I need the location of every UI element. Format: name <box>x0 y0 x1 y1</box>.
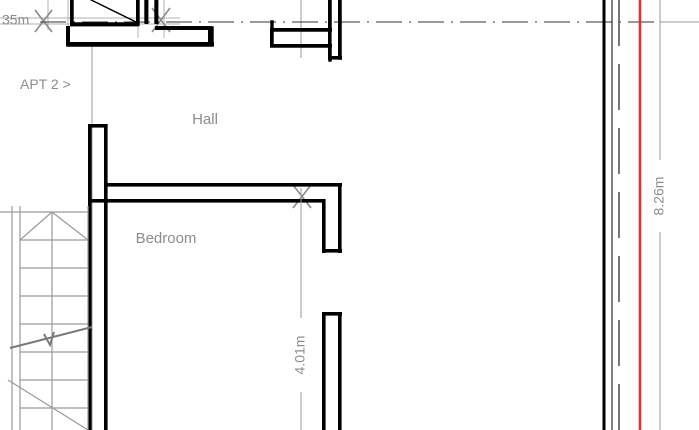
reference-lines <box>91 0 302 430</box>
stair-run <box>0 206 89 430</box>
walls-top-solid <box>66 0 342 60</box>
room-label-hall: Hall <box>192 111 218 128</box>
apartment-label: APT 2 > <box>20 76 71 92</box>
dimension-label-top-left: 35m <box>2 11 29 27</box>
room-label-bedroom: Bedroom <box>136 230 197 247</box>
boundary-lines-right <box>602 0 642 430</box>
stair-direction-arrow <box>9 326 93 349</box>
opening-tick-marks <box>34 7 312 209</box>
dimension-label-right: 8.26m <box>651 177 667 216</box>
dimension-vertical-right <box>659 0 699 430</box>
dimension-label-center: 4.01m <box>292 336 308 375</box>
walls-interior <box>88 124 342 430</box>
